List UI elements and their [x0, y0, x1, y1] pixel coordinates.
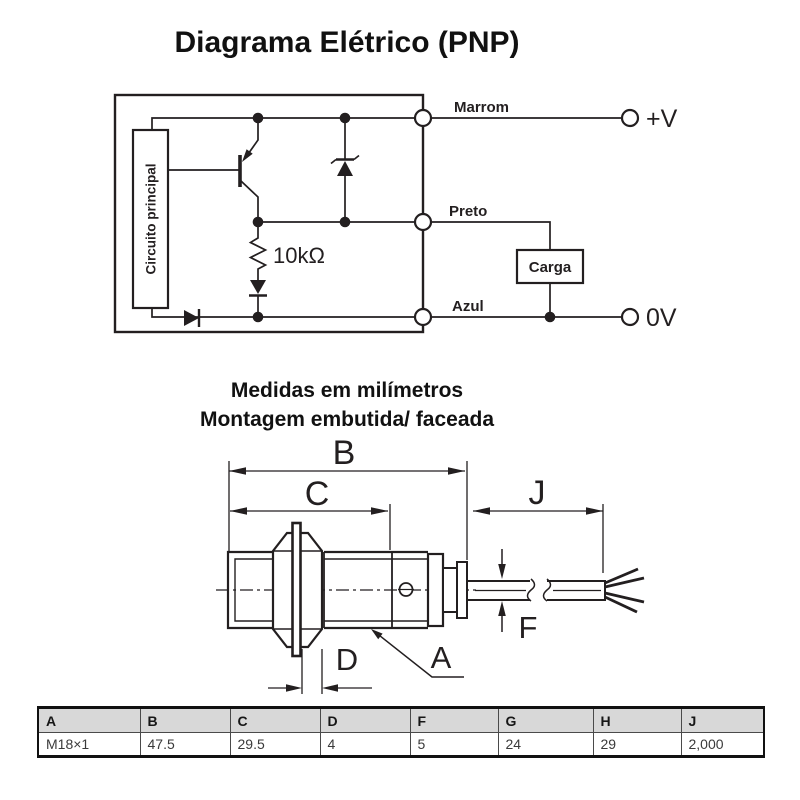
sensor-front-barrel — [226, 550, 277, 630]
main-circuit-box — [131, 128, 170, 310]
page-title: Diagrama Elétrico (PNP) — [174, 26, 520, 59]
table-header-row: A B C D F G H J — [37, 707, 765, 733]
junction-dots — [252, 112, 556, 323]
table-header-cell: G — [497, 707, 594, 733]
svg-text:J: J — [529, 474, 546, 512]
label-a-leader: A — [371, 629, 464, 678]
terminal-plus-v — [620, 108, 640, 128]
load-label: Carga — [529, 259, 572, 276]
table-value-cell: 24 — [497, 732, 594, 757]
extension-lines — [228, 461, 604, 694]
dimension-c: C — [230, 475, 388, 515]
cable — [467, 567, 645, 614]
table-header-cell: H — [592, 707, 682, 733]
table-value-row: M18×1 47.5 29.5 4 5 24 29 2,000 — [37, 732, 765, 757]
table-header-cell: C — [229, 707, 321, 733]
svg-text:C: C — [305, 475, 330, 513]
bottom-diode-icon — [184, 309, 201, 327]
svg-text:A: A — [431, 640, 452, 675]
rear-flange — [426, 552, 445, 628]
terminal-black — [413, 212, 433, 232]
dimension-b: B — [229, 434, 465, 475]
table-value-cell: 29.5 — [229, 732, 321, 757]
terminal-circles — [413, 108, 640, 327]
main-circuit-label: Circuito principal — [144, 163, 159, 274]
dimensions-table: A B C D F G H J M18×1 47.5 29.5 4 5 24 2… — [37, 706, 765, 758]
table-value-cell: 2,000 — [680, 732, 765, 757]
dimension-j: J — [473, 474, 603, 515]
dimension-drawing: B C J D F — [216, 434, 645, 694]
label-plus-v: +V — [646, 105, 678, 133]
frayed-wires — [604, 567, 645, 614]
washer — [291, 521, 302, 658]
table-value-cell: M18×1 — [37, 732, 141, 757]
wire-label-black: Preto — [449, 203, 487, 220]
table-value-cell: 29 — [592, 732, 682, 757]
circuit-wires — [151, 117, 622, 318]
terminal-brown — [413, 108, 433, 128]
table-header-cell: B — [139, 707, 231, 733]
terminal-zero-v — [620, 307, 640, 327]
table-value-cell: 4 — [319, 732, 411, 757]
drawing-notes: Medidas em milímetros Montagem embutida/… — [0, 376, 694, 434]
wire-label-brown: Marrom — [454, 99, 509, 116]
notes-line-units: Medidas em milímetros — [230, 379, 464, 402]
table-header-cell: F — [409, 707, 499, 733]
dimension-d: D — [268, 642, 372, 692]
wire-label-blue: Azul — [452, 298, 484, 315]
resistor-value-label: 10kΩ — [273, 243, 325, 268]
table-header-cell: J — [680, 707, 765, 733]
table-header-cell: A — [37, 707, 141, 733]
svg-text:B: B — [333, 434, 356, 472]
sensor-housing — [323, 550, 428, 630]
terminal-blue — [413, 307, 433, 327]
table-value-cell: 47.5 — [139, 732, 231, 757]
load-box — [515, 248, 585, 285]
pnp-transistor-icon — [238, 118, 259, 222]
label-zero-v: 0V — [646, 304, 677, 332]
table-value-cell: 5 — [409, 732, 499, 757]
resistor-icon — [248, 222, 268, 280]
svg-text:F: F — [519, 610, 538, 645]
series-diode-icon — [249, 280, 267, 317]
zener-diode-icon — [330, 118, 360, 222]
notes-line-mounting: Montagem embutida/ faceada — [199, 408, 495, 431]
electrical-diagram: Circuito principal 10kΩ — [113, 93, 678, 334]
table-header-cell: D — [319, 707, 411, 733]
gland-endplate — [456, 561, 468, 619]
svg-text:D: D — [336, 642, 358, 677]
dimension-f: F — [498, 549, 537, 645]
